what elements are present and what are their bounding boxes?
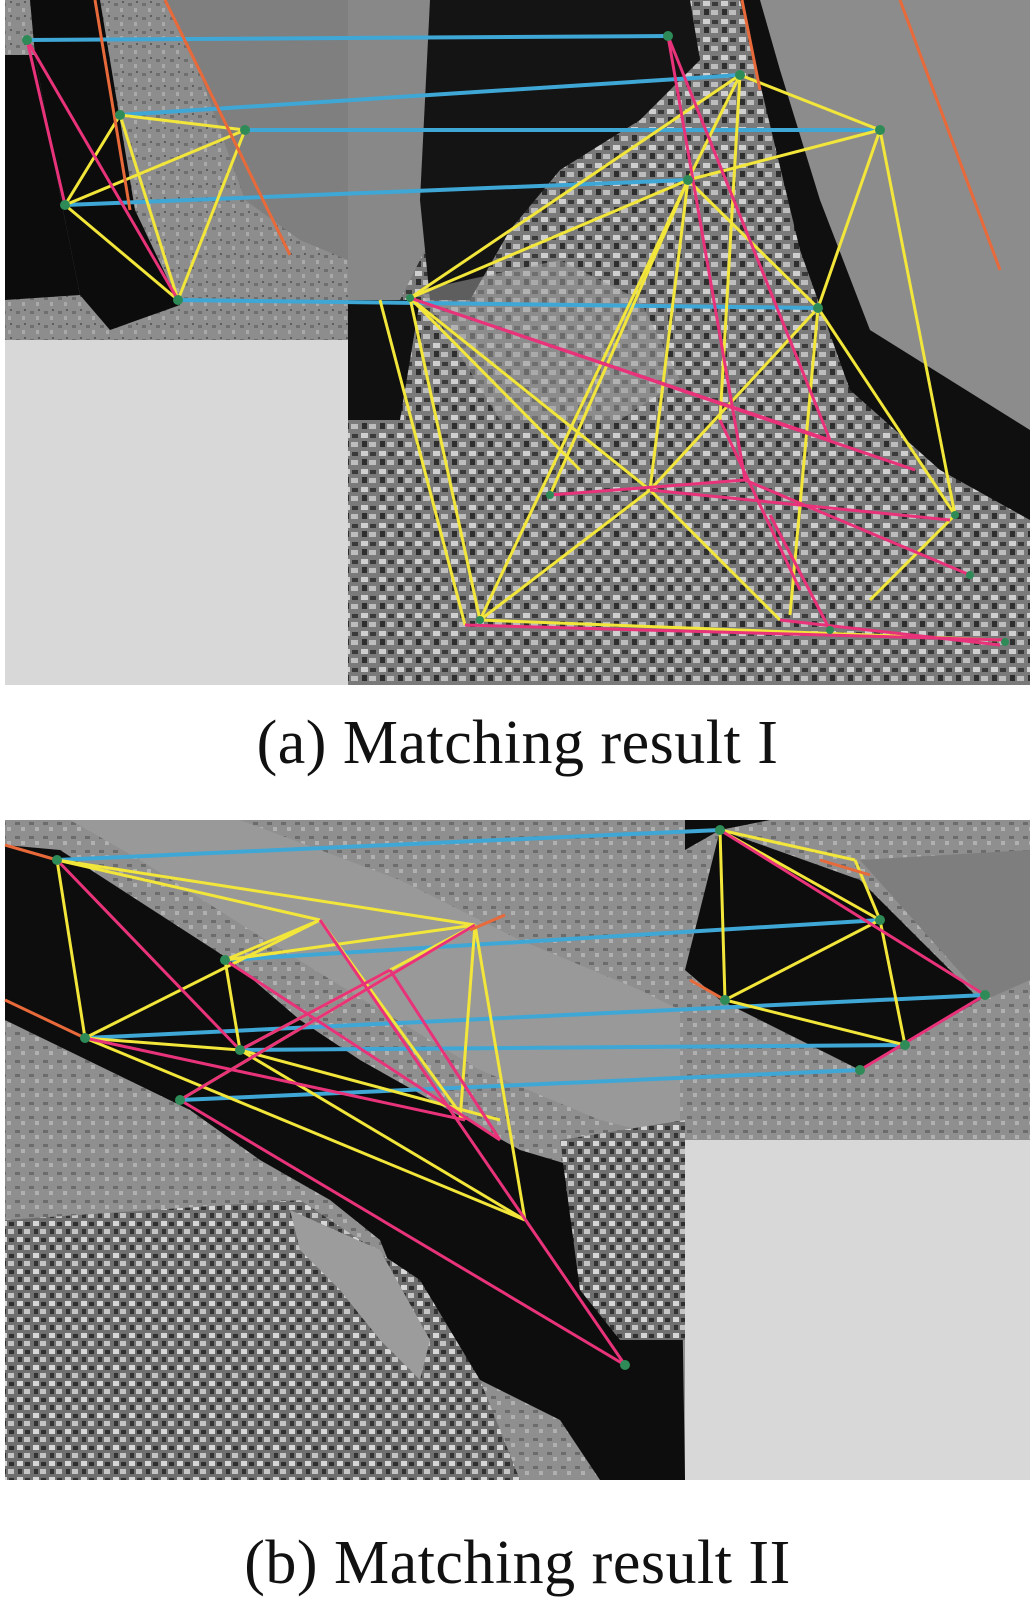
correspondence-lines	[56, 828, 986, 1102]
right-mismatch-lines	[409, 35, 1006, 647]
matching-result-2-image	[4, 820, 1030, 1480]
keypoints	[22, 31, 1009, 646]
keypoints	[52, 825, 990, 1370]
right-triangulation	[718, 828, 907, 1047]
right-satellite-image	[685, 820, 1030, 1480]
edge-accents	[93, 0, 1002, 271]
left-triangulation	[63, 113, 247, 302]
caption-matching-result-1: (a) Matching result I	[256, 709, 779, 777]
edge-accents	[4, 843, 871, 1040]
right-mismatch-lines	[719, 828, 986, 1072]
matching-result-1-image	[5, 0, 1030, 685]
left-mismatch-lines	[25, 39, 180, 301]
matching-result-2-panel	[0, 820, 1035, 1510]
left-mismatch-lines	[55, 858, 627, 1367]
correspondence-lines	[26, 34, 880, 310]
right-satellite-image	[348, 0, 1030, 685]
left-satellite-image	[5, 820, 685, 1480]
matching-result-1-panel	[0, 0, 1035, 690]
caption-matching-result-2: (b) Matching result II	[244, 1529, 791, 1597]
